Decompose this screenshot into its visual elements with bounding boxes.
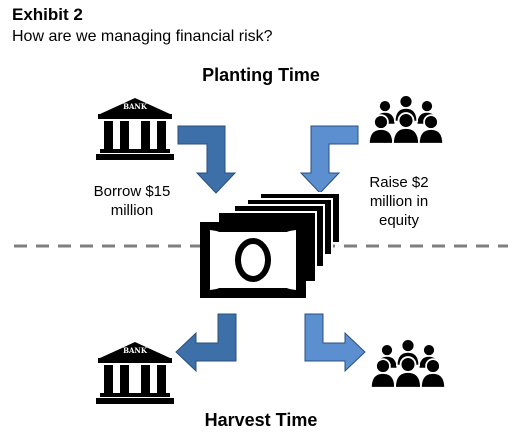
equity-label-line-1: Raise $2 [369,174,429,191]
planting-time-heading: Planting Time [202,65,320,85]
harvest-time-heading: Harvest Time [204,410,318,430]
borrow-label: Borrow $15 million [80,182,184,220]
people-group-icon [370,338,446,388]
bank-icon: BANK [96,98,174,160]
borrow-label-line-2: million [110,202,154,219]
people-group-icon [368,94,444,144]
bank-sign-text: BANK [123,346,148,355]
exhibit-subtitle: How are we managing financial risk? [12,28,273,45]
exhibit-title: Exhibit 2 [12,5,83,24]
equity-label-line-3: equity [378,212,420,229]
arrow-cash-to-investors [304,313,366,373]
bank-sign-text: BANK [123,102,148,111]
banknote-stack-icon [200,192,341,298]
equity-label: Raise $2 million in equity [360,173,438,230]
arrow-bank-to-cash [177,125,237,194]
bank-icon: BANK [96,342,174,404]
borrow-label-line-1: Borrow $15 [93,183,171,200]
arrow-cash-to-bank [175,313,237,373]
arrow-equity-to-cash [299,125,359,194]
equity-label-line-2: million in [369,193,429,210]
